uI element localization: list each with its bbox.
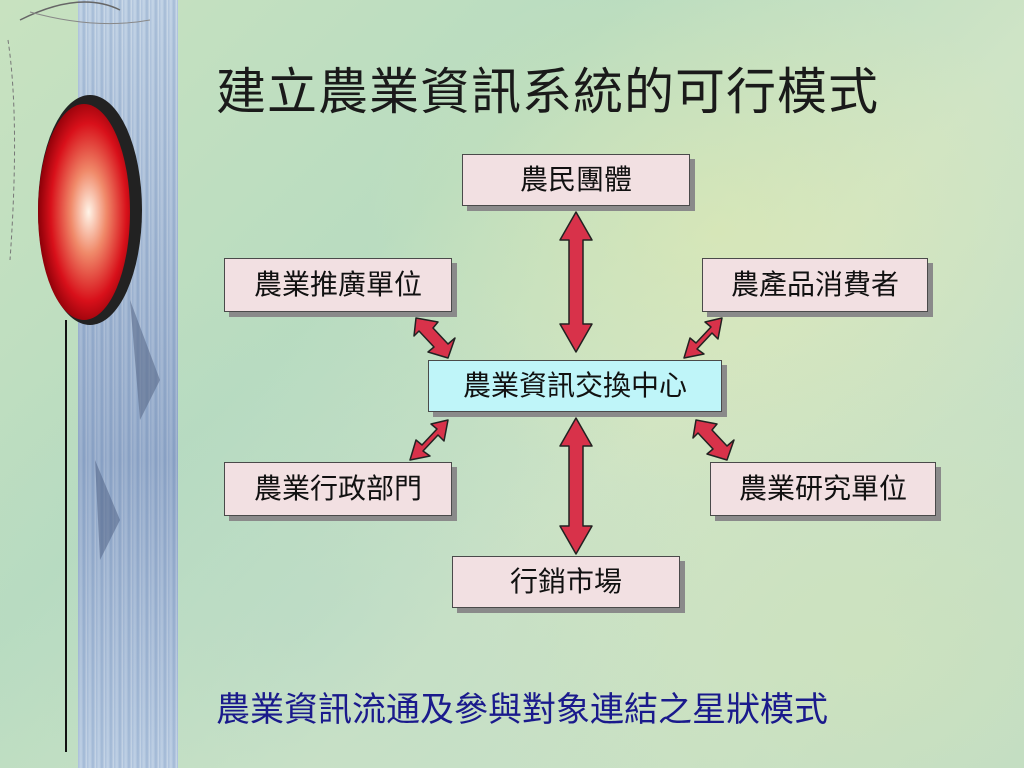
- page-title: 建立農業資訊系統的可行模式: [216, 63, 879, 121]
- node-consumers: 農產品消費者: [702, 258, 928, 312]
- node-administration: 農業行政部門: [224, 462, 452, 516]
- node-research-units: 農業研究單位: [710, 462, 936, 516]
- diagram-caption: 農業資訊流通及參與對象連結之星狀模式: [216, 690, 828, 730]
- node-marketing: 行銷市場: [452, 556, 680, 608]
- arrow-bottom: [559, 417, 593, 555]
- node-extension-units: 農業推廣單位: [224, 258, 452, 312]
- arrow-upper-right: [683, 317, 723, 359]
- arrow-lower-left: [409, 419, 449, 461]
- red-sphere-graphic: [7, 1, 160, 752]
- arrow-top: [559, 211, 593, 353]
- node-farmer-groups: 農民團體: [462, 154, 690, 206]
- arrow-lower-right: [692, 419, 735, 461]
- arrow-upper-left: [413, 317, 456, 359]
- node-exchange-center: 農業資訊交換中心: [428, 360, 722, 412]
- decorative-sidebar: [0, 0, 180, 768]
